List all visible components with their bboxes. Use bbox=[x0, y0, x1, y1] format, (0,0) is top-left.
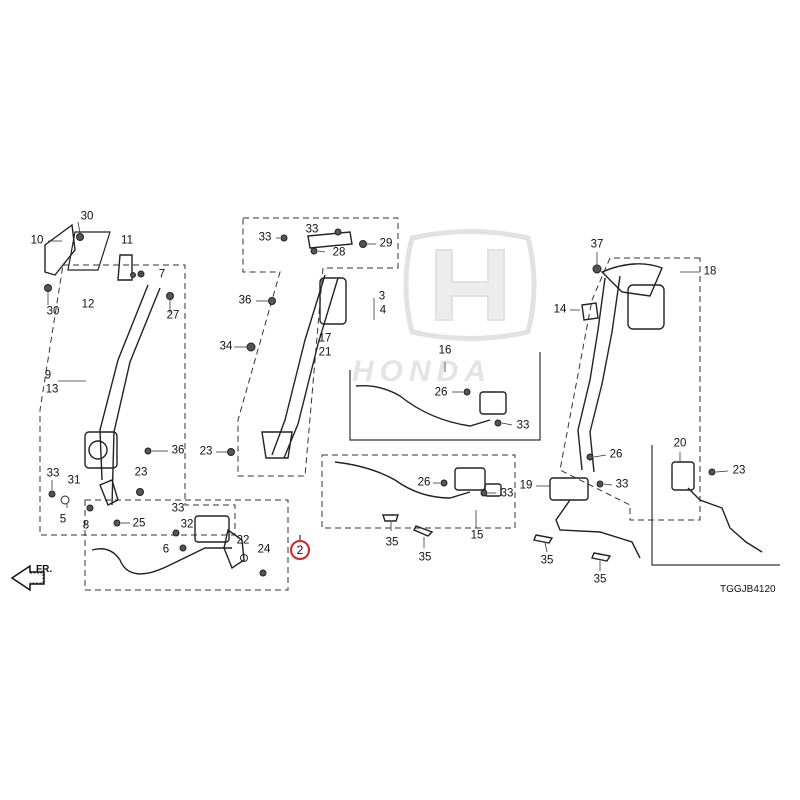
buckle-19-body bbox=[549, 477, 589, 501]
buckle-15-cable bbox=[334, 461, 471, 499]
callout-16[interactable]: 16 bbox=[438, 344, 452, 357]
outline-center-belt bbox=[237, 217, 399, 477]
callout-19[interactable]: 19 bbox=[519, 479, 533, 492]
callout-10[interactable]: 10 bbox=[30, 234, 44, 247]
callout-36[interactable]: 36 bbox=[238, 294, 252, 307]
right-guide-14 bbox=[581, 302, 599, 321]
callout-33[interactable]: 33 bbox=[516, 419, 530, 432]
left-anchor-plate bbox=[99, 479, 119, 506]
brand-watermark-text: HONDA bbox=[352, 355, 492, 388]
callout-34[interactable]: 34 bbox=[219, 340, 233, 353]
callout-6[interactable]: 6 bbox=[162, 543, 170, 556]
callout-26[interactable]: 26 bbox=[434, 386, 448, 399]
center-buckle-tongue bbox=[261, 431, 293, 459]
callout-25[interactable]: 25 bbox=[132, 517, 146, 530]
buckle-20-body bbox=[671, 461, 695, 491]
group-outlines bbox=[39, 217, 701, 591]
callout-36[interactable]: 36 bbox=[171, 444, 185, 457]
callout-35[interactable]: 35 bbox=[593, 573, 607, 586]
buckle-2-cable bbox=[91, 547, 232, 575]
callout-14[interactable]: 14 bbox=[553, 303, 567, 316]
bracket-16 bbox=[349, 352, 541, 441]
callout-35[interactable]: 35 bbox=[418, 551, 432, 564]
callout-5[interactable]: 5 bbox=[59, 513, 67, 526]
clip-35b bbox=[413, 525, 434, 537]
buckle-16-cable bbox=[355, 385, 491, 427]
callout-18[interactable]: 18 bbox=[703, 265, 717, 278]
right-retractor bbox=[627, 284, 665, 330]
callout-31[interactable]: 31 bbox=[67, 474, 81, 487]
callout-26[interactable]: 26 bbox=[417, 476, 431, 489]
callout-35[interactable]: 35 bbox=[540, 554, 554, 567]
callout-23[interactable]: 23 bbox=[732, 464, 746, 477]
callout-32[interactable]: 32 bbox=[180, 518, 194, 531]
callout-11[interactable]: 11 bbox=[121, 234, 133, 247]
leader-lines bbox=[47, 221, 729, 571]
outline-rear-center-buckle bbox=[321, 454, 516, 529]
callout-33[interactable]: 33 bbox=[46, 467, 60, 480]
callout-30[interactable]: 30 bbox=[80, 210, 94, 223]
callout-33[interactable]: 33 bbox=[258, 231, 272, 244]
callout-8[interactable]: 8 bbox=[82, 519, 90, 532]
callout-33[interactable]: 33 bbox=[615, 478, 629, 491]
callout-3[interactable]: 3 bbox=[378, 290, 386, 303]
bracket-20 bbox=[651, 445, 780, 566]
highlighted-part-2-callout[interactable]: 2 bbox=[290, 540, 310, 560]
callout-17[interactable]: 17 bbox=[318, 332, 332, 345]
callout-33[interactable]: 33 bbox=[305, 223, 319, 236]
left-upper-bracket bbox=[44, 223, 76, 276]
callout-22[interactable]: 22 bbox=[236, 534, 250, 547]
buckle-2-body bbox=[194, 515, 230, 543]
callout-28[interactable]: 28 bbox=[332, 246, 346, 259]
front-direction-label: FR. bbox=[36, 564, 53, 575]
center-belt-webbing bbox=[271, 274, 326, 456]
diagram-code: TGGJB4120 bbox=[720, 584, 776, 595]
part-11-bracket bbox=[117, 254, 133, 281]
fasteners bbox=[44, 228, 716, 577]
callout-33[interactable]: 33 bbox=[171, 502, 185, 515]
outline-left-front-belt bbox=[39, 264, 236, 536]
clip-35d bbox=[591, 552, 612, 562]
buckle-16-body bbox=[479, 391, 507, 415]
callout-27[interactable]: 27 bbox=[166, 309, 180, 322]
callout-9[interactable]: 9 bbox=[44, 369, 52, 382]
callout-4[interactable]: 4 bbox=[379, 304, 387, 317]
callout-33[interactable]: 33 bbox=[500, 487, 514, 500]
callout-35[interactable]: 35 bbox=[385, 536, 399, 549]
callout-12[interactable]: 12 bbox=[81, 298, 95, 311]
buckle-15-body bbox=[454, 467, 486, 491]
clip-35c bbox=[533, 534, 554, 544]
callout-23[interactable]: 23 bbox=[134, 466, 148, 479]
callout-24[interactable]: 24 bbox=[257, 543, 271, 556]
part-drawings bbox=[44, 223, 763, 575]
honda-logo-watermark bbox=[403, 229, 537, 341]
callout-21[interactable]: 21 bbox=[318, 346, 332, 359]
clip-35a bbox=[382, 514, 399, 522]
group-brackets bbox=[299, 352, 780, 566]
callout-29[interactable]: 29 bbox=[379, 237, 393, 250]
callout-37[interactable]: 37 bbox=[590, 238, 604, 251]
right-belt-webbing bbox=[577, 277, 606, 471]
callout-7[interactable]: 7 bbox=[158, 268, 166, 281]
left-retractor bbox=[84, 431, 118, 469]
outline-rear-buckle bbox=[84, 499, 289, 591]
center-retractor bbox=[319, 277, 347, 325]
front-direction-arrow bbox=[10, 564, 45, 592]
callout-23[interactable]: 23 bbox=[199, 445, 213, 458]
left-belt-webbing bbox=[99, 284, 149, 481]
callout-13[interactable]: 13 bbox=[45, 383, 59, 396]
callout-15[interactable]: 15 bbox=[470, 529, 484, 542]
outline-right-belt bbox=[559, 257, 701, 521]
callout-30[interactable]: 30 bbox=[46, 305, 60, 318]
callout-26[interactable]: 26 bbox=[609, 448, 623, 461]
callout-20[interactable]: 20 bbox=[673, 437, 687, 450]
